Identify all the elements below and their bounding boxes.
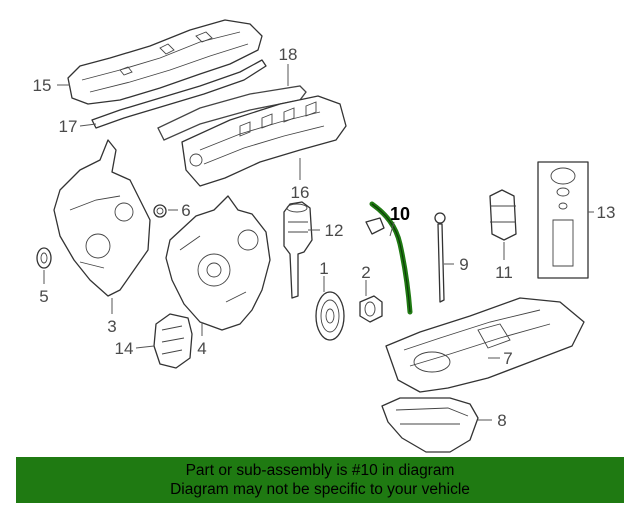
callout-18: 18 [279,45,298,64]
parts-diagram: 1 2 3 4 5 6 7 8 9 10 11 12 13 14 15 16 1… [33,19,616,453]
callout-13: 13 [597,203,616,222]
part-1-pulley [315,291,345,341]
callout-11: 11 [495,263,513,282]
callout-14: 14 [115,339,134,358]
part-7-oil-pan-upper [385,297,585,393]
part-14-bracket [153,313,193,369]
part-8-oil-pan-lower [381,397,479,453]
banner-line-1: Part or sub-assembly is #10 in diagram [185,462,455,479]
callout-5: 5 [39,287,48,306]
part-5-seal [36,247,52,269]
callout-9: 9 [459,255,468,274]
part-17-gasket [91,59,267,129]
callout-12: 12 [325,221,344,240]
callout-8: 8 [497,411,506,430]
callout-2: 2 [361,263,370,282]
part-10-dipstick-tube [365,201,413,315]
callout-6: 6 [181,201,190,220]
part-6-plug [153,204,167,218]
callout-10-highlighted: 10 [390,204,410,224]
part-9-dipstick [434,212,446,303]
part-3-timing-cover [53,139,151,297]
callout-16: 16 [291,183,310,202]
callout-4: 4 [197,339,206,358]
part-16-head-cover [181,95,347,187]
part-12-filter-housing [283,201,313,299]
callout-3: 3 [107,317,116,336]
part-13-filter-kit [537,161,589,279]
part-11-filter [489,189,517,241]
banner-line-2: Diagram may not be specific to your vehi… [170,481,470,498]
part-18-gasket-ring [157,85,307,141]
part-2-bushing [359,295,383,323]
leader-lines [43,64,594,421]
callout-15: 15 [33,76,52,95]
highlight-banner: Part or sub-assembly is #10 in diagram D… [16,457,624,503]
callout-1: 1 [319,259,328,278]
callout-7: 7 [503,349,512,368]
part-15-engine-cover [67,19,263,105]
part-4-front-cover [165,195,271,331]
callout-17: 17 [59,117,78,136]
